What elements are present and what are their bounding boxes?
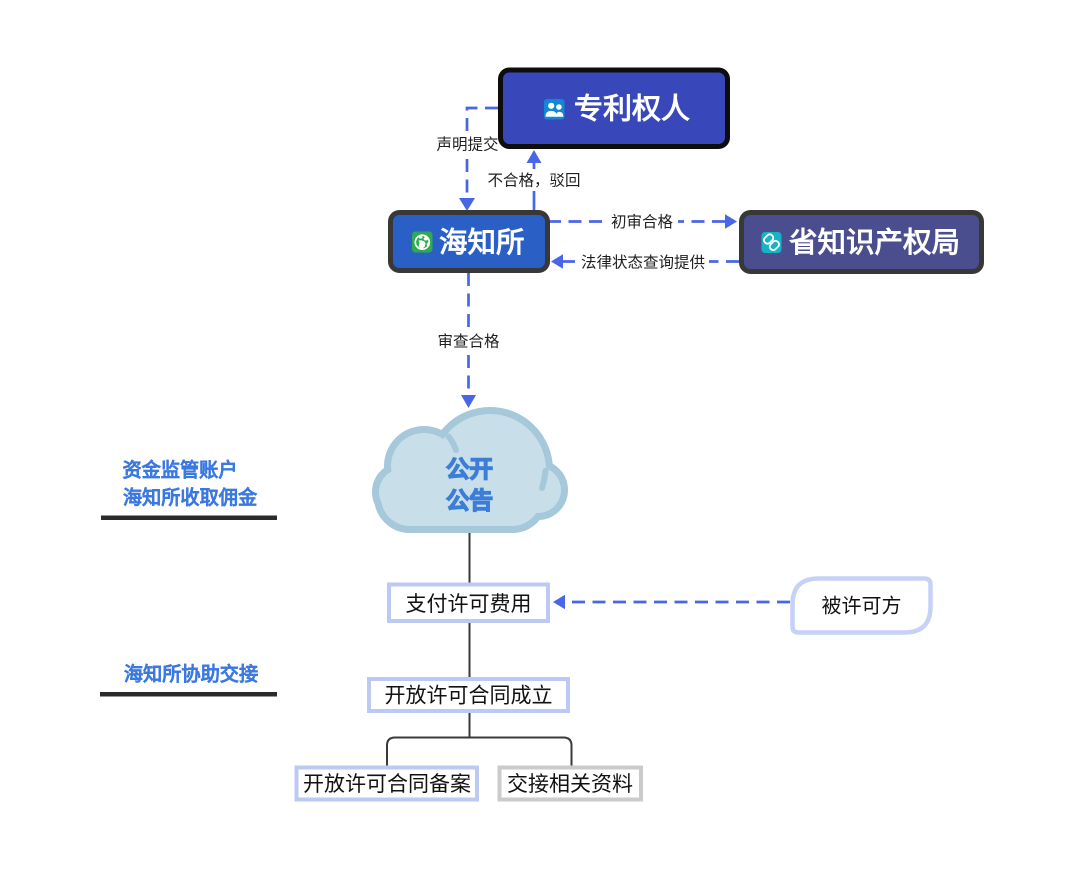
svg-text:不合格，驳回: 不合格，驳回 [487, 172, 580, 190]
svg-text:省知识产权局: 省知识产权局 [789, 226, 960, 259]
svg-text:公开: 公开 [446, 456, 493, 482]
svg-text:支付许可费用: 支付许可费用 [406, 593, 532, 616]
svg-text:海知所收取佣金: 海知所收取佣金 [123, 486, 258, 509]
svg-text:海知所: 海知所 [439, 226, 525, 259]
svg-text:开放许可合同备案: 开放许可合同备案 [303, 773, 471, 796]
svg-text:交接相关资料: 交接相关资料 [507, 773, 633, 796]
svg-text:开放许可合同成立: 开放许可合同成立 [385, 685, 553, 708]
svg-text:专利权人: 专利权人 [574, 93, 690, 126]
svg-text:海知所协助交接: 海知所协助交接 [124, 663, 258, 686]
svg-text:声明提交: 声明提交 [436, 136, 498, 154]
svg-text:资金监管账户: 资金监管账户 [122, 459, 237, 482]
svg-text:审查合格: 审查合格 [437, 333, 500, 351]
svg-text:初审合格: 初审合格 [611, 213, 674, 231]
svg-text:法律状态查询提供: 法律状态查询提供 [581, 254, 705, 272]
svg-text:被许可方: 被许可方 [822, 595, 902, 618]
svg-text:公告: 公告 [446, 488, 493, 514]
